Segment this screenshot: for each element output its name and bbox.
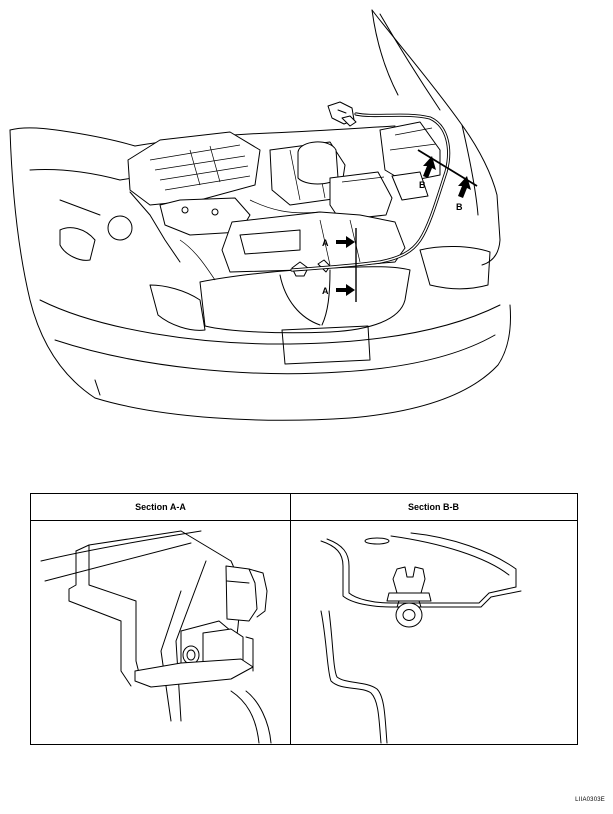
section-a-upper-arrow xyxy=(336,236,355,248)
section-detail-table: Section A-A Section B-B xyxy=(30,493,578,745)
section-a-detail-illustration xyxy=(40,530,272,744)
callout-a-lower: A xyxy=(322,286,329,296)
hood-switch-harness xyxy=(290,112,451,272)
vehicle-front-harness-illustration: A A B B xyxy=(9,9,511,421)
section-b-detail-illustration xyxy=(320,532,522,744)
section-b-title: Section B-B xyxy=(407,502,459,512)
section-b-left-arrow xyxy=(423,156,436,178)
vehicle-body-outline xyxy=(9,127,511,421)
callout-b-left: B xyxy=(419,180,426,190)
harness-clip xyxy=(392,566,426,594)
grille-opening xyxy=(199,266,411,334)
open-hood xyxy=(371,9,501,266)
section-a-title: Section A-A xyxy=(135,502,186,512)
header-divider xyxy=(31,520,577,521)
section-b-indicator: B B xyxy=(417,149,478,212)
section-a-lower-arrow xyxy=(336,284,355,296)
engine-bay xyxy=(59,121,441,281)
callout-a-upper: A xyxy=(322,238,329,248)
hood-switch-connector xyxy=(327,101,357,127)
section-b-right-arrow xyxy=(458,176,471,198)
column-divider xyxy=(290,494,291,744)
callout-b-right: B xyxy=(456,202,463,212)
section-a-indicator: A A xyxy=(322,228,357,302)
figure-reference-code: LIIA0303E xyxy=(575,797,605,803)
